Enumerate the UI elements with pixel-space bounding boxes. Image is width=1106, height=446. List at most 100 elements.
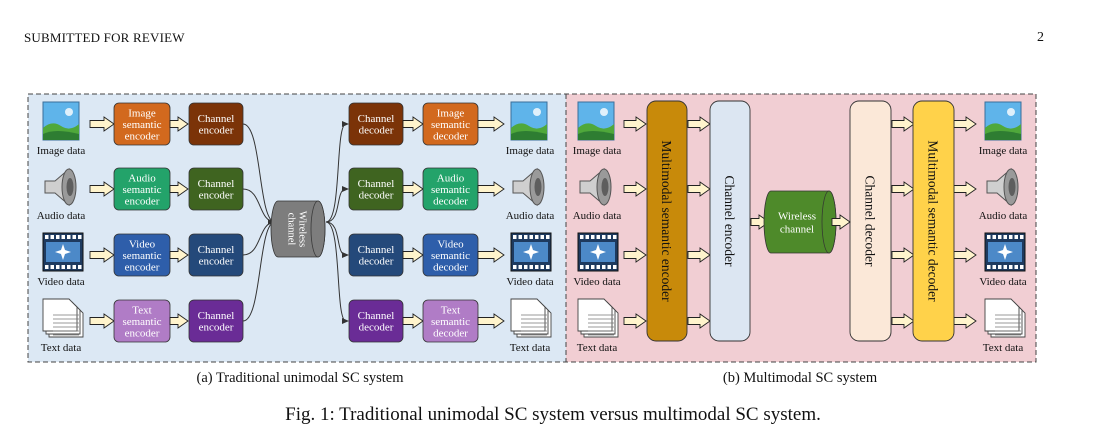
audio-arrow-a3 [402,181,424,197]
audio-data-label-a-input: Audio data [37,210,86,222]
svg-text:Text: Text [441,304,460,316]
multimodal-semantic-decoder-label: Multimodal semantic decoder [926,140,941,302]
audio-arrow-b3 [891,181,915,197]
channel-decoder-b-label: Channel decoder [863,175,878,267]
text-data-label-b-output: Text data [983,342,1024,354]
svg-text:Channel: Channel [358,244,395,256]
audio-icon-a-input [44,167,77,207]
video-data-label-a-output: Video data [506,276,553,288]
svg-text:encoder: encoder [199,256,234,268]
svg-text:Channel: Channel [358,113,395,125]
image-link-from-channel-a [325,123,347,223]
video-icon-a-input [42,232,84,272]
video-data-label-b-input: Video data [573,276,620,288]
video-data-label-a-input: Video data [37,276,84,288]
audio-icon-b-input [579,167,612,207]
svg-text:decoder: decoder [433,261,468,273]
channel-encoder-b [709,100,751,342]
text-data-label-b-input: Text data [577,342,618,354]
image-link-to-channel-a [242,123,276,223]
svg-text:encoder: encoder [199,125,234,137]
image-arrow-a4 [477,116,505,132]
text-icon-b-output [984,298,1026,338]
svg-text:decoder: decoder [433,130,468,142]
video-arrow-b4 [953,247,977,263]
image-data-label-b-output: Image data [979,145,1028,157]
svg-text:semantic: semantic [431,316,470,328]
svg-text:Text: Text [132,304,151,316]
image-link-arrowhead-a [342,121,349,127]
svg-text:encoder: encoder [199,322,234,334]
audio-arrow-b4 [953,181,977,197]
audio-data-label-b-output: Audio data [979,210,1028,222]
multimodal-semantic-encoder [646,100,688,342]
svg-text:semantic: semantic [122,316,161,328]
figure-caption: Fig. 1: Traditional unimodal SC system v… [285,404,821,425]
svg-text:encoder: encoder [125,327,160,339]
running-header: SUBMITTED FOR REVIEW [24,30,185,45]
video-arrow-a1 [89,247,115,263]
svg-text:Audio: Audio [437,172,465,184]
video-link-arrowhead-a [342,252,349,258]
svg-text:Channel: Channel [198,310,235,322]
text-arrow-b2 [687,313,711,329]
video-arrow-a2 [169,247,189,263]
page-number: 2 [1037,30,1044,45]
svg-text:Channel encoder: Channel encoder [722,175,737,267]
svg-text:channel: channel [286,213,297,246]
svg-text:decoder: decoder [359,125,394,137]
video-icon-a-output [510,232,552,272]
svg-text:Multimodal semantic encoder: Multimodal semantic encoder [659,140,674,302]
svg-text:Video: Video [437,238,464,250]
svg-text:encoder: encoder [125,195,160,207]
audio-icon-a-output [512,167,545,207]
svg-text:Channel decoder: Channel decoder [863,175,878,267]
svg-text:semantic: semantic [431,119,470,131]
image-icon-a-output [510,101,548,141]
svg-text:semantic: semantic [431,184,470,196]
svg-text:Video: Video [129,238,156,250]
svg-text:encoder: encoder [199,190,234,202]
audio-arrow-a1 [89,181,115,197]
svg-text:Channel: Channel [358,310,395,322]
image-arrow-b2 [687,116,711,132]
svg-text:Channel: Channel [198,178,235,190]
text-link-from-channel-a [325,221,347,322]
multimodal-semantic-encoder-label: Multimodal semantic encoder [659,140,674,302]
image-data-label-a-output: Image data [506,145,555,157]
text-arrow-b3 [891,313,915,329]
image-data-label-a-input: Image data [37,145,86,157]
audio-arrow-a4 [477,181,505,197]
image-icon-b-input [577,101,615,141]
audio-arrow-b2 [687,181,711,197]
svg-text:semantic: semantic [122,250,161,262]
image-arrow-b1 [623,116,647,132]
text-arrow-a2 [169,313,189,329]
video-icon-b-input [577,232,619,272]
channel-decoder-b [849,100,892,342]
image-arrow-b3 [891,116,915,132]
video-arrow-a3 [402,247,424,263]
text-icon-b-input [577,298,619,338]
audio-icon-b-output [986,167,1019,207]
svg-text:semantic: semantic [431,250,470,262]
video-icon-b-output [984,232,1026,272]
text-arrow-a1 [89,313,115,329]
text-arrow-b4 [953,313,977,329]
